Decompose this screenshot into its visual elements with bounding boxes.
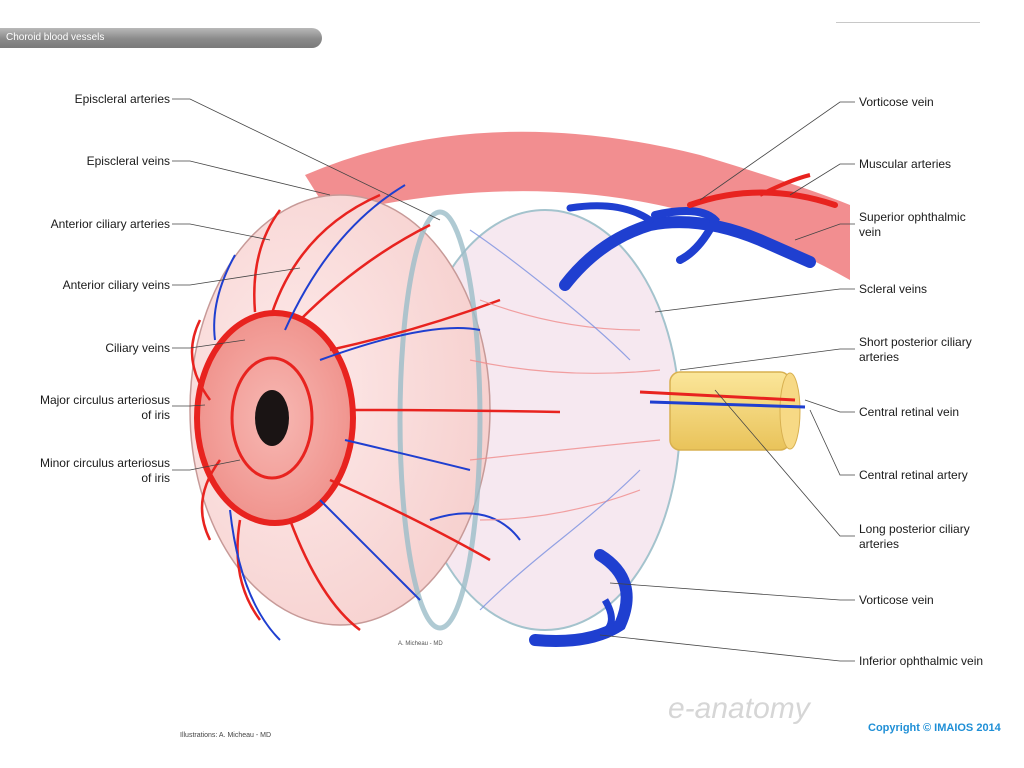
minor-circle xyxy=(230,356,314,480)
iris-arteries xyxy=(190,193,561,631)
label-major-circulus: Major circulus arteriosus of iris xyxy=(40,393,170,423)
scleral-veins xyxy=(213,184,521,641)
superior-vorticose-vein xyxy=(559,216,816,291)
label-short-posterior-line1: Short posterior ciliary xyxy=(859,335,972,349)
leader-lines-left xyxy=(172,98,441,471)
label-minor-circulus: Minor circulus arteriosus of iris xyxy=(40,456,170,486)
label-anterior-ciliary-arteries: Anterior ciliary arteries xyxy=(50,217,170,231)
label-long-posterior-line2: arteries xyxy=(859,537,900,551)
label-episcleral-arteries: Episcleral arteries xyxy=(74,92,170,106)
label-major-circulus-line2: of iris xyxy=(141,408,170,422)
label-inferior-ophthalmic-vein: Inferior ophthalmic vein xyxy=(859,654,984,668)
label-episcleral-veins: Episcleral veins xyxy=(86,154,170,168)
label-scleral-veins: Scleral veins xyxy=(859,282,928,296)
label-ciliary-veins: Ciliary veins xyxy=(105,341,170,355)
label-long-posterior-ciliary: Long posterior ciliary arteries xyxy=(859,522,970,552)
inferior-vorticose-vein xyxy=(529,549,633,647)
label-short-posterior-line2: arteries xyxy=(859,350,900,364)
label-major-circulus-line1: Major circulus arteriosus xyxy=(39,393,170,407)
label-superior-ophthalmic-vein: Superior ophthalmic vein xyxy=(859,210,966,240)
label-muscular-arteries: Muscular arteries xyxy=(859,157,952,171)
label-vorticose-vein-bottom: Vorticose vein xyxy=(859,593,934,607)
pupil xyxy=(255,390,289,446)
label-superior-ophthalmic-line1: Superior ophthalmic xyxy=(859,210,966,224)
label-vorticose-vein-top: Vorticose vein xyxy=(859,95,934,109)
label-short-posterior-ciliary: Short posterior ciliary arteries xyxy=(859,335,972,365)
label-minor-circulus-line2: of iris xyxy=(141,471,170,485)
artist-signature: A. Micheau - MD xyxy=(398,641,443,647)
label-central-retinal-artery: Central retinal artery xyxy=(859,468,968,482)
label-minor-circulus-line1: Minor circulus arteriosus xyxy=(39,456,170,470)
scleral-cut-edge xyxy=(397,209,483,631)
extraocular-muscle xyxy=(305,131,850,280)
copyright-link[interactable]: Copyright © IMAIOS 2014 xyxy=(868,722,1001,734)
label-anterior-ciliary-veins: Anterior ciliary veins xyxy=(62,278,170,292)
label-long-posterior-line1: Long posterior ciliary xyxy=(859,522,970,536)
e-anatomy-logo: e-anatomy xyxy=(668,692,810,725)
diagram-title: Choroid blood vessels xyxy=(0,28,322,48)
leader-lines-right xyxy=(599,101,855,662)
label-central-retinal-vein: Central retinal vein xyxy=(859,405,960,419)
illustration-credit: Illustrations: A. Micheau - MD xyxy=(180,732,272,739)
label-superior-ophthalmic-line2: vein xyxy=(859,225,882,239)
top-divider xyxy=(836,22,980,23)
optic-nerve xyxy=(669,371,791,451)
